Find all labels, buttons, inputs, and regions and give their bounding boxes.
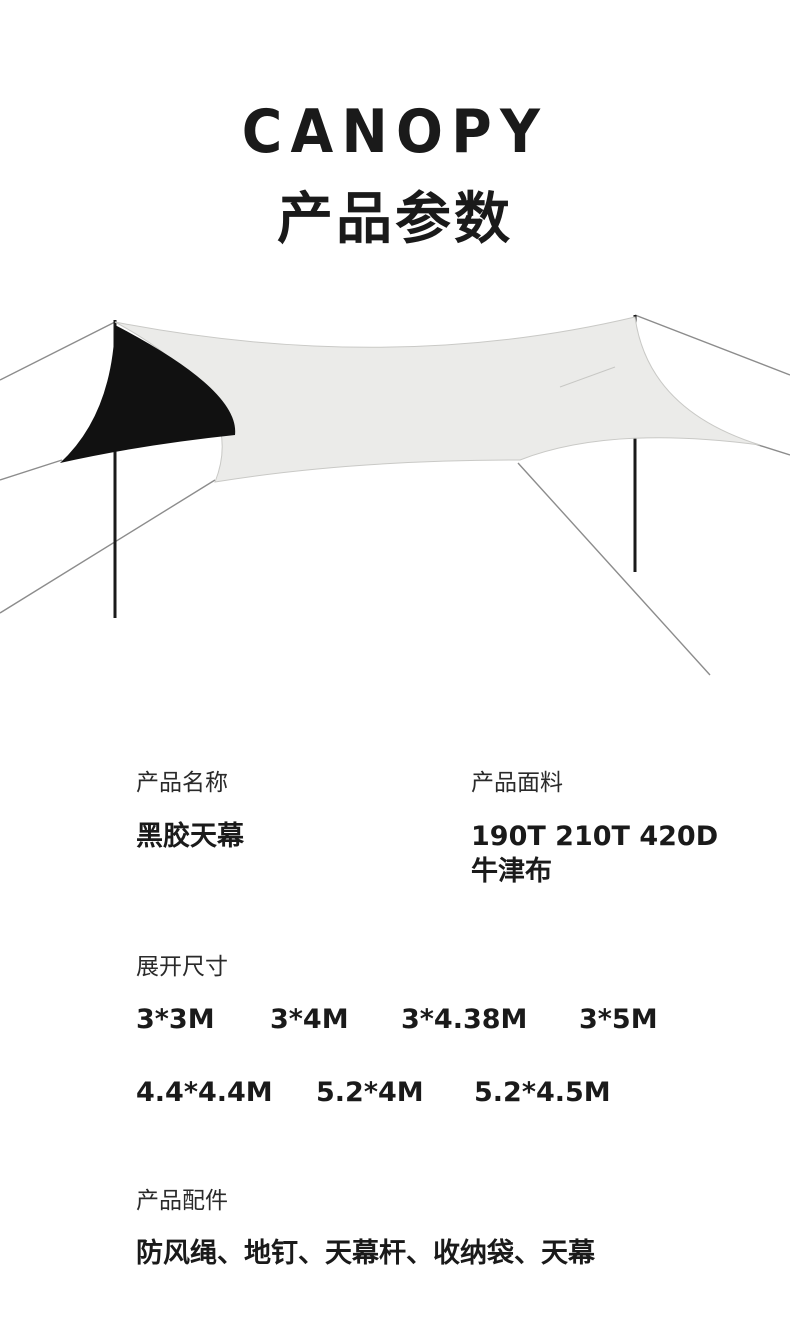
spec-sizes-label: 展开尺寸 — [136, 954, 228, 980]
page-title-cn: 产品参数 — [277, 187, 513, 252]
page-title-en: CANOPY — [241, 97, 549, 167]
spec-material-label: 产品面料 — [471, 770, 563, 796]
guy-rope-right-low — [517, 462, 711, 676]
size-item: 3*5M — [579, 1004, 658, 1035]
spec-material-value-line2: 牛津布 — [471, 856, 552, 887]
spec-accessories-label: 产品配件 — [136, 1188, 228, 1214]
canopy-black-underside — [60, 325, 236, 463]
size-item: 3*4.38M — [401, 1004, 528, 1035]
guy-rope-left-top — [0, 321, 116, 381]
guy-rope-right-top — [634, 314, 790, 376]
spec-name-value: 黑胶天幕 — [136, 821, 244, 852]
size-item: 5.2*4.5M — [474, 1077, 611, 1108]
guy-rope-left-low — [0, 479, 216, 614]
size-item: 3*3M — [136, 1004, 215, 1035]
guy-ropes — [0, 314, 790, 676]
size-item: 4.4*4.4M — [136, 1077, 273, 1108]
spec-material-value-line1: 190T 210T 420D — [471, 821, 719, 852]
spec-accessories-value: 防风绳、地钉、天幕杆、收纳袋、天幕 — [136, 1238, 595, 1269]
canopy-illustration — [0, 314, 790, 676]
size-item: 5.2*4M — [316, 1077, 424, 1108]
canopy-crease — [559, 366, 616, 388]
spec-name-label: 产品名称 — [136, 770, 228, 796]
guy-rope-left-mid — [0, 459, 63, 481]
size-item: 3*4M — [270, 1004, 349, 1035]
canopy-surface — [114, 316, 761, 483]
